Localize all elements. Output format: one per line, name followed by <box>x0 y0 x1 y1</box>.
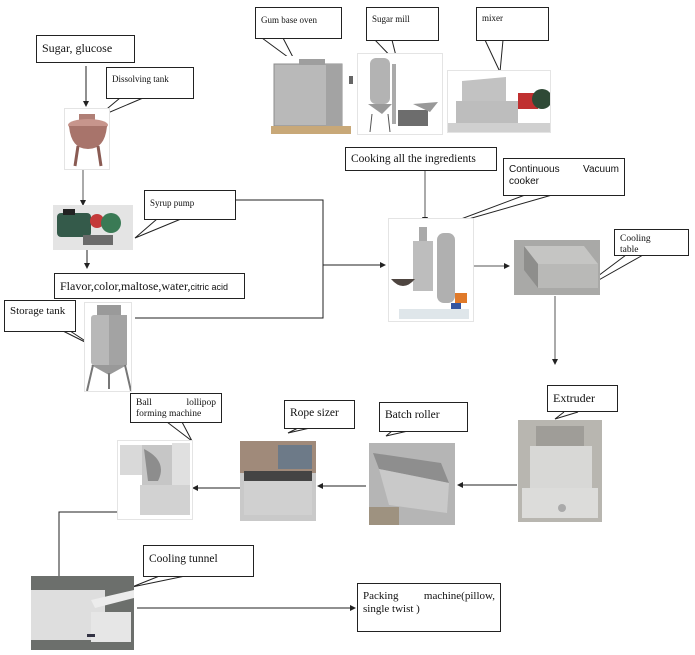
callout-batch-roller: Batch roller <box>379 402 468 432</box>
callout-storage-tank: Storage tank <box>4 300 76 332</box>
vacuum-cooker-line1: Continuous Vacuum <box>509 164 619 175</box>
extruder-image <box>518 420 602 522</box>
packing-line2: single twist ) <box>363 603 420 615</box>
forming-machine-image <box>117 440 193 520</box>
callout-gum-base-oven: Gum base oven <box>255 7 342 39</box>
callout-sugar-mill: Sugar mill <box>366 7 439 41</box>
cooling-table-image <box>514 240 600 295</box>
callout-vacuum-cooker: Continuous Vacuum cooker <box>503 158 625 196</box>
callout-dissolving-tank: Dissolving tank <box>106 67 194 99</box>
packing-line1: Packing machine(pillow, <box>363 590 495 602</box>
cooling-tunnel-icon <box>31 576 134 650</box>
sugar-mill-image <box>357 53 443 135</box>
additives-citric-text: citric acid <box>190 282 229 292</box>
mill-icon <box>368 58 438 133</box>
kettle-tank-icon <box>68 114 108 167</box>
storage-tank-image <box>84 302 132 392</box>
storage-tank-icon <box>86 305 131 391</box>
pump-icon <box>53 205 133 250</box>
label-sugar-glucose: Sugar, glucose <box>36 35 135 63</box>
additives-main-text: Flavor,color,maltose,water, <box>60 279 191 293</box>
label-packing-machine: Packing machine(pillow, single twist ) <box>357 583 501 632</box>
callout-cooling-tunnel: Cooling tunnel <box>143 545 254 577</box>
cooling-table-icon <box>514 240 600 295</box>
mixer-icon <box>448 77 550 132</box>
vacuum-cooker-icon <box>391 227 469 319</box>
forming-line2: forming machine <box>136 409 202 419</box>
batch-roller-icon <box>369 443 455 525</box>
callout-extruder: Extruder <box>547 385 618 412</box>
mixer-image <box>447 70 551 133</box>
callout-syrup-pump: Syrup pump <box>144 190 236 220</box>
callout-forming-machine: Ball lollipop forming machine <box>130 393 222 423</box>
extruder-icon <box>518 420 602 522</box>
callout-rope-sizer: Rope sizer <box>284 400 355 429</box>
line-forming-to-tunnel <box>58 511 117 577</box>
oven-cabinet-icon <box>271 59 353 134</box>
vacuum-cooker-image <box>388 218 474 322</box>
gum-base-oven-image <box>271 56 354 136</box>
batch-roller-image <box>369 443 455 525</box>
callout-mixer: mixer <box>476 7 549 41</box>
rope-sizer-icon <box>240 441 316 521</box>
vacuum-cooker-line2: cooker <box>509 176 540 187</box>
callout-cooling-table: Cooling table <box>614 229 689 256</box>
rope-sizer-image <box>240 441 316 521</box>
syrup-pump-image <box>53 205 133 250</box>
forming-line1: Ball lollipop <box>136 398 216 408</box>
label-cooking: Cooking all the ingredients <box>345 147 497 171</box>
dissolving-tank-image <box>64 108 110 170</box>
cooling-tunnel-image <box>31 576 134 650</box>
label-additives: Flavor,color,maltose,water,citric acid <box>54 273 245 299</box>
forming-machine-icon <box>120 443 190 515</box>
